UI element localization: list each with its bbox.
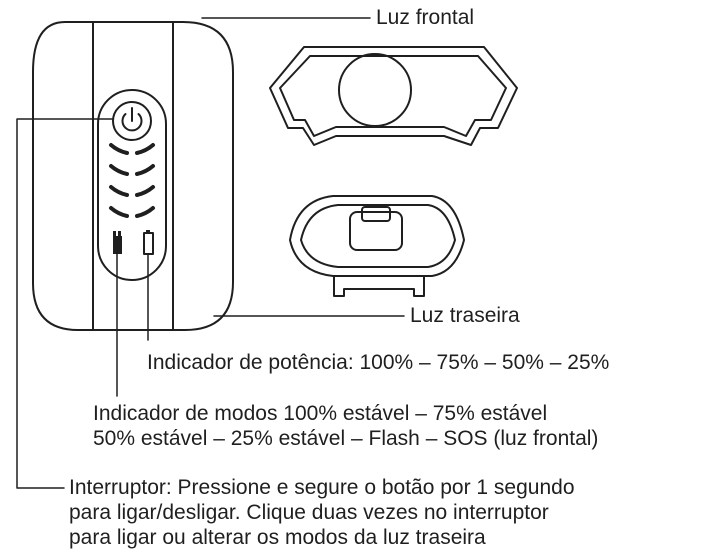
light-body [32, 21, 234, 331]
power-icon [121, 107, 143, 132]
battery-indicator-icon [143, 230, 154, 255]
leader-switch [16, 118, 114, 489]
label-switch-line3: para ligar ou alterar os modos da luz tr… [69, 526, 486, 549]
power-button-ring [112, 101, 152, 141]
label-mode-indicator-line2: 50% estável – 25% estável – Flash – SOS … [93, 427, 599, 450]
label-switch-line2: para ligar/desligar. Clique duas vezes n… [69, 501, 549, 524]
leader-lines [16, 17, 405, 489]
mode-light-bars [109, 143, 155, 218]
mode-indicator-icon [113, 231, 122, 254]
label-rear-light: Luz traseira [410, 304, 520, 327]
rear-light-lens [289, 195, 465, 297]
power-button[interactable] [112, 101, 152, 141]
control-panel [97, 89, 167, 281]
label-power-indicator: Indicador de potência: 100% – 75% – 50% … [147, 351, 610, 374]
label-switch-line1: Interruptor: Pressione e segure o botão … [69, 476, 575, 499]
front-light-lens [269, 46, 518, 146]
label-mode-indicator-line1: Indicador de modos 100% estável – 75% es… [93, 402, 548, 425]
label-front-light: Luz frontal [376, 6, 475, 29]
